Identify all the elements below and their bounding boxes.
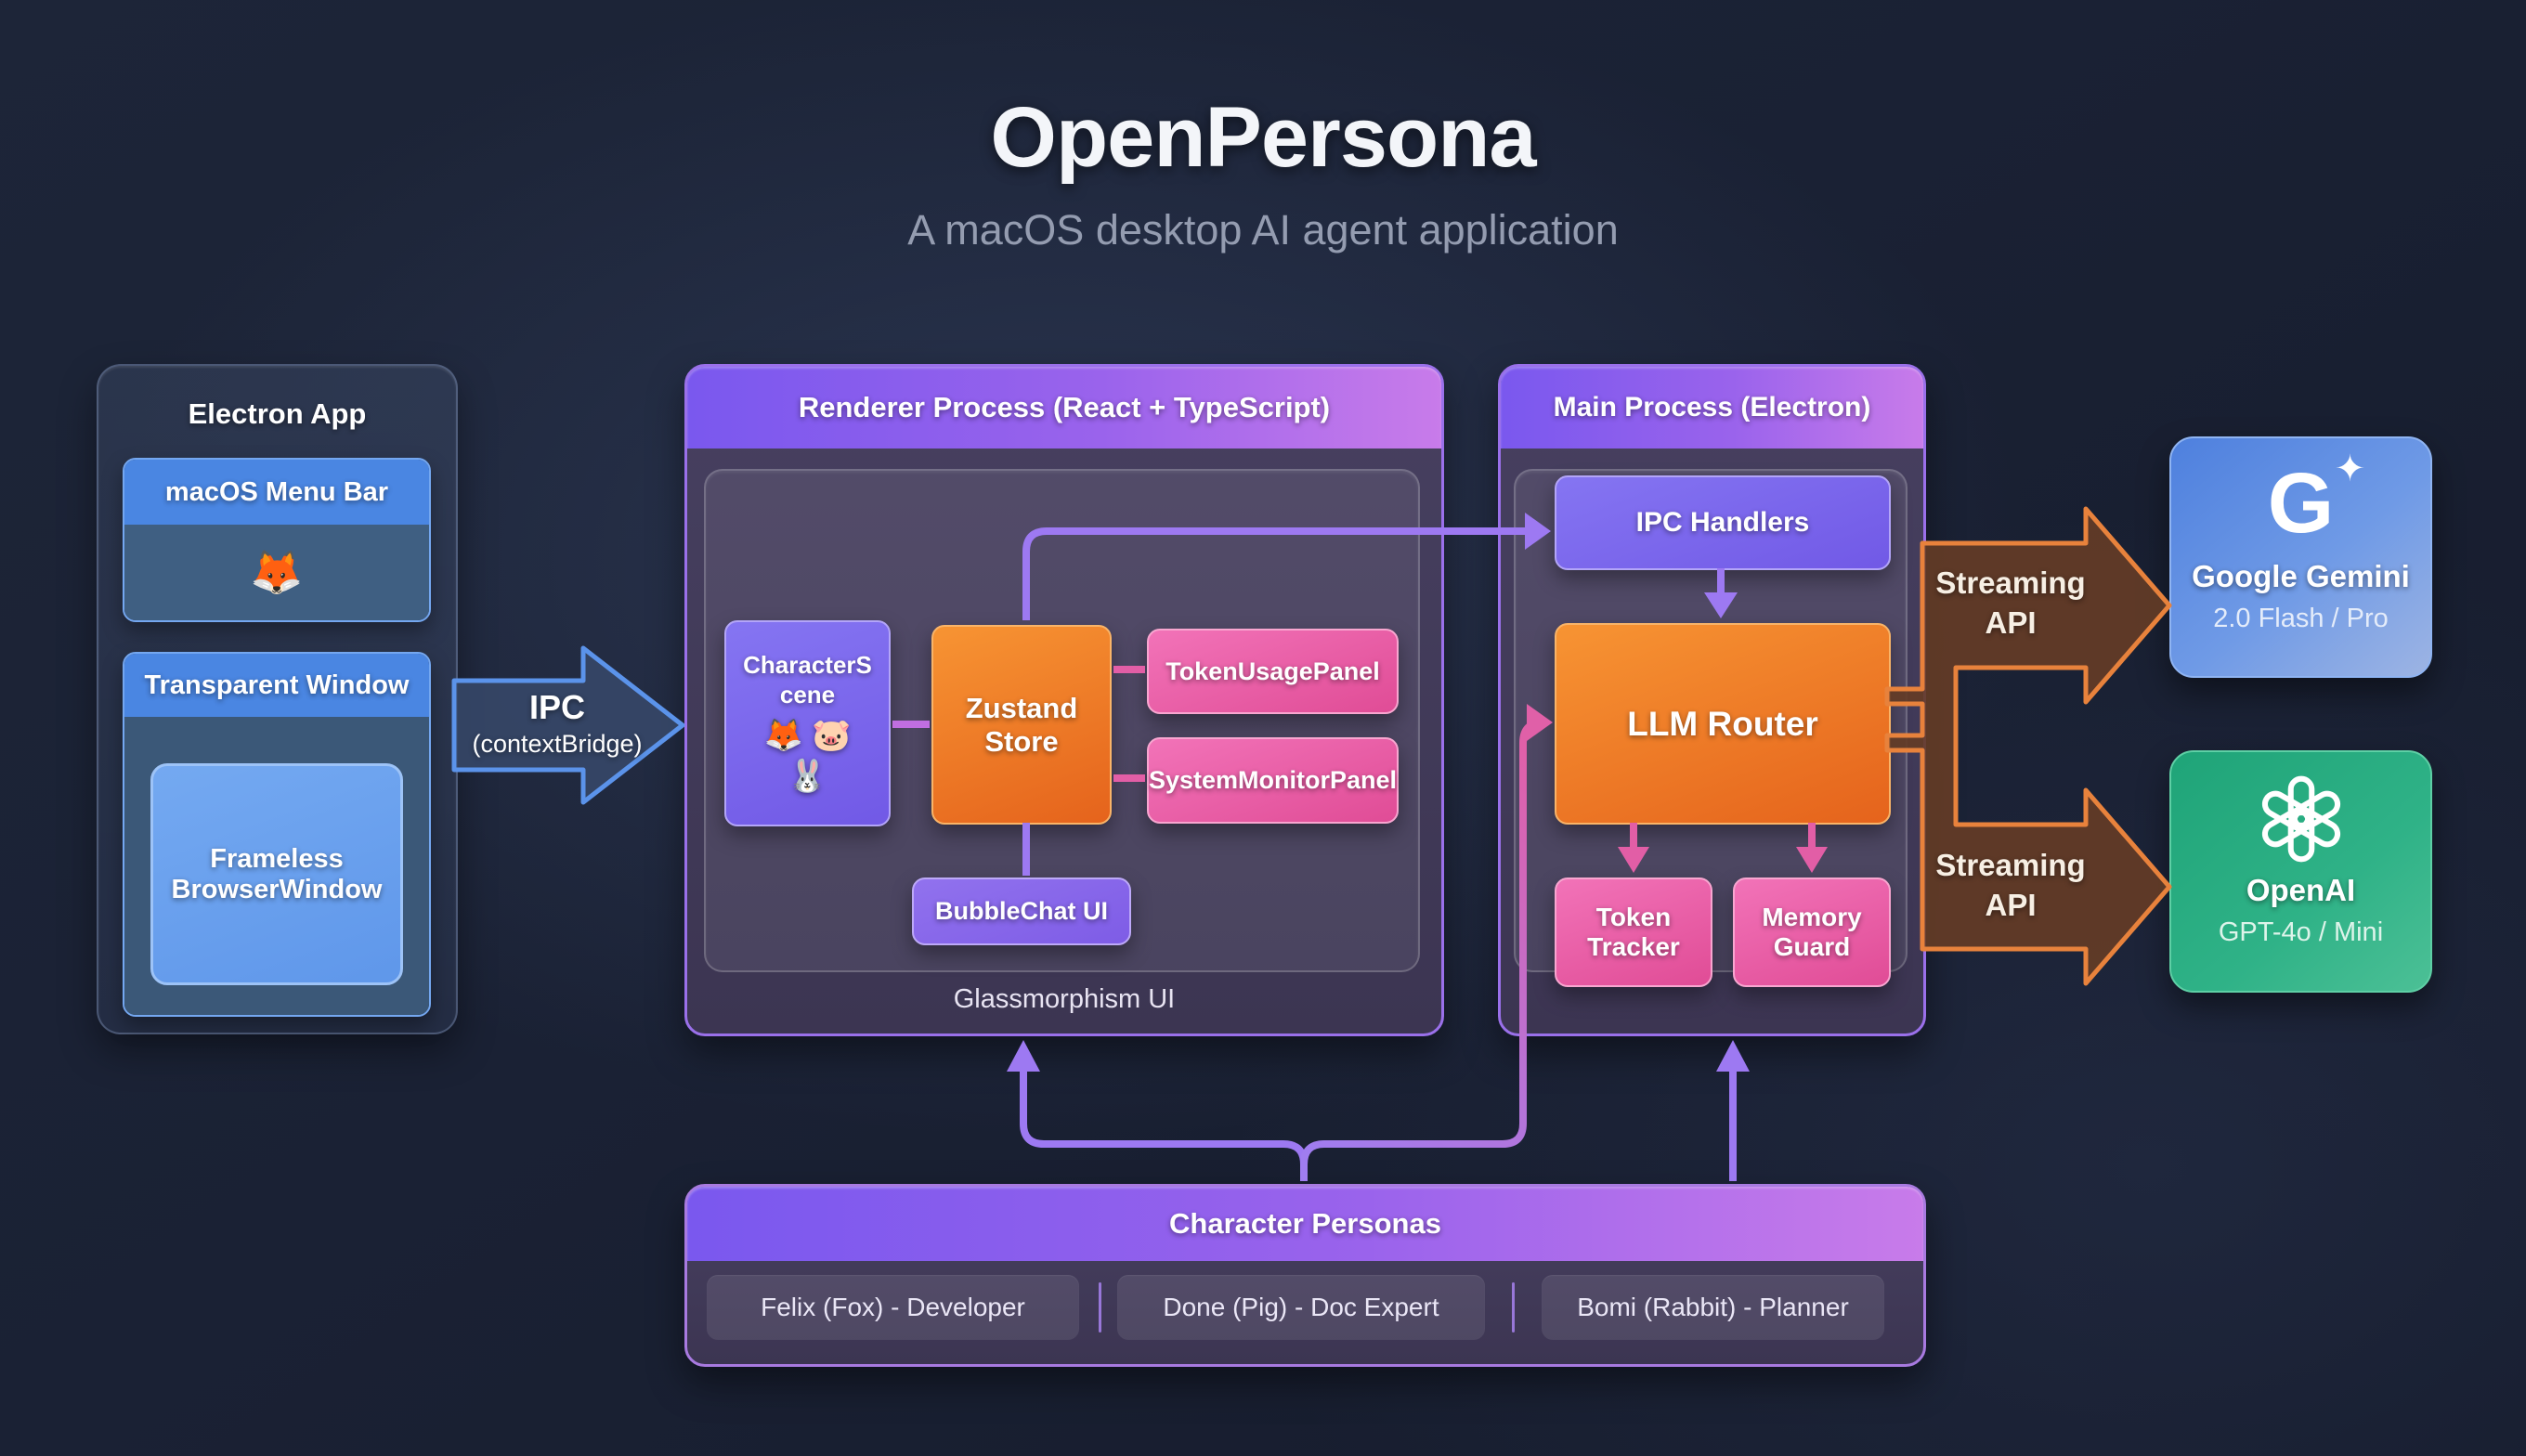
character-emojis-row2: 🐰: [788, 759, 827, 794]
gemini-model: 2.0 Flash / Pro: [2213, 604, 2389, 633]
streaming-bottom-line2: API: [1985, 888, 2037, 922]
frameless-browserwindow-box: Frameless BrowserWindow: [150, 763, 403, 985]
streaming-bottom-line1: Streaming: [1935, 848, 2086, 882]
character-personas-header: Character Personas: [687, 1187, 1923, 1261]
openai-name: OpenAI: [2246, 873, 2356, 907]
system-monitor-panel-node: SystemMonitorPanel: [1147, 737, 1399, 824]
persona-divider-2: [1512, 1282, 1515, 1332]
page-title: OpenPersona: [990, 90, 1536, 185]
transparent-window-body: Frameless BrowserWindow: [124, 717, 429, 1015]
macos-menubar-box: macOS Menu Bar 🦊: [123, 458, 431, 622]
openai-card: OpenAI GPT-4o / Mini: [2169, 750, 2432, 993]
gemini-g-letter: G: [2267, 456, 2335, 551]
transparent-window-box: Transparent Window Frameless BrowserWind…: [123, 652, 431, 1017]
ipc-arrow-label: IPC (contextBridge): [446, 687, 669, 760]
gemini-logo-icon: G ✦: [2267, 448, 2366, 552]
gemini-sparkle-icon: ✦: [2334, 448, 2366, 489]
persona-bomi: Bomi (Rabbit) - Planner: [1542, 1275, 1884, 1340]
streaming-top-line2: API: [1985, 605, 2037, 640]
streaming-api-label-bottom: Streaming API: [1932, 845, 2090, 925]
persona-felix: Felix (Fox) - Developer: [707, 1275, 1079, 1340]
ipc-handlers-node: IPC Handlers: [1555, 475, 1891, 570]
arrow-into-mainprocess-bottom: [1716, 1040, 1750, 1072]
zustand-store-node: Zustand Store: [931, 625, 1112, 825]
line-personas-to-renderer: [1020, 1070, 1308, 1181]
character-scene-node: CharacterScene 🦊 🐷 🐰: [724, 620, 891, 826]
macos-menubar-header: macOS Menu Bar: [124, 460, 429, 525]
openai-logo-icon: [2261, 775, 2340, 863]
streaming-api-label-top: Streaming API: [1932, 563, 2090, 643]
fox-emoji-icon: 🦊: [124, 525, 429, 620]
electron-app-panel: Electron App macOS Menu Bar 🦊 Transparen…: [97, 364, 458, 1034]
arrow-into-renderer-bottom: [1007, 1040, 1040, 1072]
token-usage-panel-node: TokenUsagePanel: [1147, 629, 1399, 714]
character-scene-label: CharacterScene: [743, 651, 872, 708]
persona-divider-1: [1099, 1282, 1101, 1332]
gemini-name: Google Gemini: [2192, 559, 2410, 593]
memory-guard-node: Memory Guard: [1733, 878, 1891, 987]
streaming-top-line1: Streaming: [1935, 566, 2086, 600]
token-tracker-node: Token Tracker: [1555, 878, 1712, 987]
ipc-arrow-title: IPC: [528, 688, 585, 726]
bubble-chat-ui-node: BubbleChat UI: [912, 878, 1131, 945]
openai-model: GPT-4o / Mini: [2218, 917, 2384, 947]
transparent-window-header: Transparent Window: [124, 654, 429, 717]
character-personas-panel: Character Personas Felix (Fox) - Develop…: [684, 1184, 1926, 1367]
persona-done: Done (Pig) - Doc Expert: [1117, 1275, 1485, 1340]
character-emojis-row1: 🦊 🐷: [763, 718, 852, 753]
glassmorphism-ui-label: Glassmorphism UI: [953, 983, 1176, 1014]
ipc-arrow-subtitle: (contextBridge): [472, 730, 643, 758]
renderer-process-header: Renderer Process (React + TypeScript): [687, 367, 1441, 448]
main-process-header: Main Process (Electron): [1501, 367, 1923, 448]
llm-router-node: LLM Router: [1555, 623, 1891, 825]
electron-app-title: Electron App: [188, 397, 367, 430]
google-gemini-card: G ✦ Google Gemini 2.0 Flash / Pro: [2169, 436, 2432, 678]
page-subtitle: A macOS desktop AI agent application: [907, 206, 1619, 254]
